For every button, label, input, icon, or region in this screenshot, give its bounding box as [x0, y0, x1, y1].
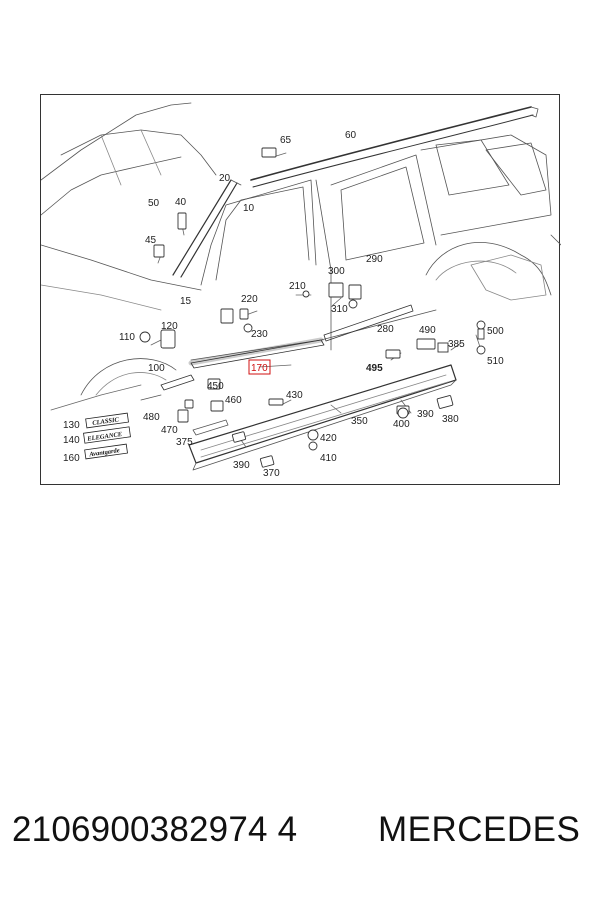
callout-310: 310 — [331, 304, 348, 315]
callout-420: 420 — [320, 433, 337, 444]
callout-65: 65 — [280, 135, 292, 146]
badge-classic: CLASSIC — [92, 416, 120, 427]
callout-510: 510 — [487, 356, 504, 367]
callouts: 65 60 20 10 50 40 45 15 220 210 300 290 … — [63, 130, 504, 479]
badges: CLASSIC ELEGANCE Avantgarde — [83, 412, 131, 460]
callout-350: 350 — [351, 416, 368, 427]
callout-280: 280 — [377, 324, 394, 335]
callout-300: 300 — [328, 266, 345, 277]
callout-210: 210 — [289, 281, 306, 292]
highlight-box — [248, 359, 271, 375]
part-number: 2106900382974 4 — [12, 810, 298, 849]
callout-390-right: 390 — [417, 409, 434, 420]
callout-45: 45 — [145, 235, 157, 246]
callout-60: 60 — [345, 130, 357, 141]
callout-100: 100 — [148, 363, 165, 374]
brand-name: MERCEDES — [378, 810, 581, 849]
callout-140: 140 — [63, 435, 80, 446]
callout-20: 20 — [219, 173, 231, 184]
parts-diagram: CLASSIC ELEGANCE Avantgarde 65 60 20 10 … — [40, 94, 561, 485]
callout-290: 290 — [366, 254, 383, 265]
callout-385: 385 — [448, 339, 465, 350]
callout-495: 495 — [366, 363, 383, 374]
callout-450: 450 — [207, 381, 224, 392]
callout-380: 380 — [442, 414, 459, 425]
callout-50: 50 — [148, 198, 160, 209]
callout-375: 375 — [176, 437, 193, 448]
callout-370: 370 — [263, 468, 280, 479]
callout-130: 130 — [63, 420, 80, 431]
callout-470: 470 — [161, 425, 178, 436]
callout-230: 230 — [251, 329, 268, 340]
footer-caption: 2106900382974 4 MERCEDES — [12, 810, 592, 856]
callout-460: 460 — [225, 395, 242, 406]
callout-160: 160 — [63, 453, 80, 464]
callout-390-left: 390 — [233, 460, 250, 471]
callout-220: 220 — [241, 294, 258, 305]
callout-490: 490 — [419, 325, 436, 336]
callout-430: 430 — [286, 390, 303, 401]
callout-10: 10 — [243, 203, 255, 214]
callout-400: 400 — [393, 419, 410, 430]
callout-120: 120 — [161, 321, 178, 332]
callout-40: 40 — [175, 197, 187, 208]
car-line-drawing: CLASSIC ELEGANCE Avantgarde 65 60 20 10 … — [41, 102, 561, 479]
clip-65-shape — [261, 147, 277, 158]
callout-480: 480 — [143, 412, 160, 423]
callout-15: 15 — [180, 296, 192, 307]
callout-170-highlighted: 170 — [251, 363, 268, 374]
callout-110: 110 — [119, 332, 135, 343]
callout-410: 410 — [320, 453, 337, 464]
callout-500: 500 — [487, 326, 504, 337]
badge-avantgarde: Avantgarde — [88, 447, 120, 458]
